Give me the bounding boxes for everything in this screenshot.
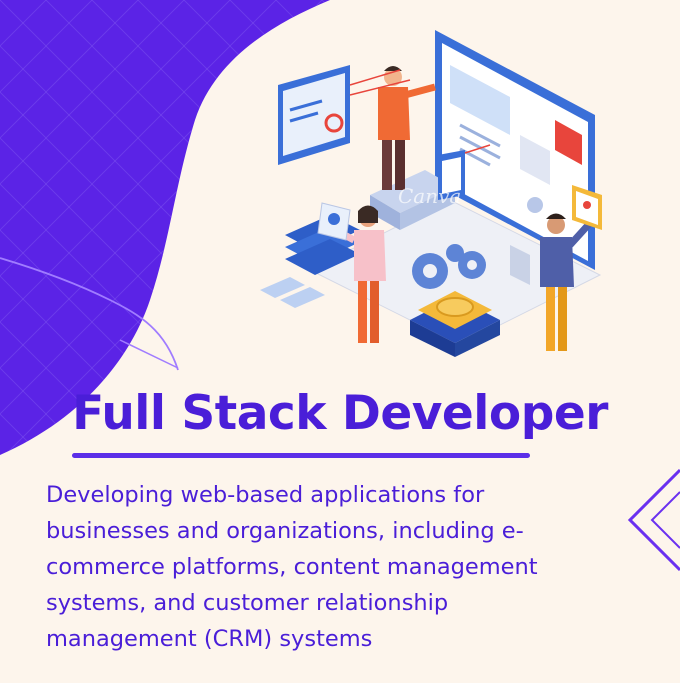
- chevron-decoration: [627, 468, 680, 572]
- developer-figure-blue: [540, 185, 602, 351]
- monitor-icon: [435, 30, 595, 285]
- developer-figure-orange: [370, 66, 455, 230]
- swoosh-line: [0, 257, 179, 371]
- developer-team-illustration-icon: Canva: [260, 30, 602, 357]
- description: Developing web-based applications for bu…: [46, 477, 646, 657]
- gear-icon: [412, 244, 486, 289]
- floating-panel-left: [278, 65, 350, 165]
- description-line: commerce platforms, content management: [46, 554, 538, 580]
- description-line: Developing web-based applications for: [46, 482, 485, 508]
- description-line: businesses and organizations, including …: [46, 518, 524, 544]
- developer-figure-pink: [317, 202, 386, 343]
- coin-icon: [410, 291, 500, 357]
- description-line: systems, and customer relationship: [46, 590, 449, 616]
- description-line: management (CRM) systems: [46, 626, 373, 652]
- headline-underline: [72, 453, 530, 458]
- headline: Full Stack Developer: [72, 386, 608, 441]
- watermark-text: Canva: [398, 184, 461, 208]
